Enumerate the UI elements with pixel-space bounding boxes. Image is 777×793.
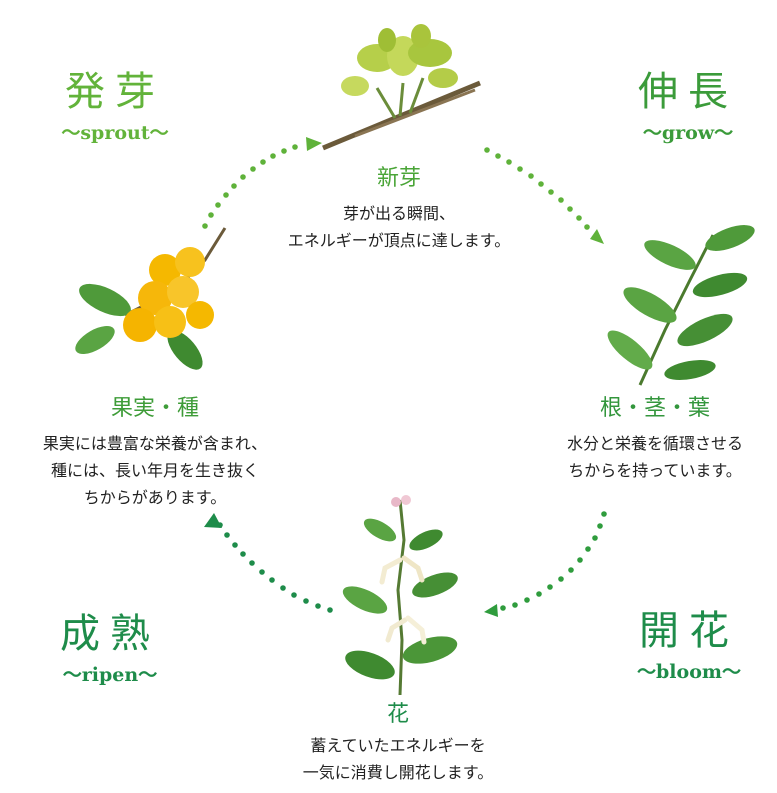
stage-ripen-title: 成熟 bbox=[60, 611, 160, 657]
stage-sprout: 発芽 〜sprout〜 bbox=[55, 72, 175, 143]
fruit-block: 果実・種 果実には豊富な栄養が含まれ、 種には、長い年月を生き抜く ちからがあり… bbox=[43, 398, 267, 511]
leaf-illustration bbox=[607, 225, 755, 386]
leaf-block: 根・茎・葉 水分と栄養を循環させる ちからを持っています。 bbox=[567, 398, 743, 484]
leaf-name: 根・茎・葉 bbox=[599, 396, 711, 421]
fruit-desc: 果実には豊富な栄養が含まれ、 種には、長い年月を生き抜く ちからがあります。 bbox=[43, 430, 267, 511]
stage-grow-sub: 〜grow〜 bbox=[642, 122, 734, 144]
arrow-ripen-to-sprout bbox=[202, 137, 322, 229]
leaf-desc-line-2: ちからを持っています。 bbox=[568, 461, 742, 480]
arrow-bloom-to-ripen bbox=[204, 513, 333, 613]
flower-desc-line-1: 蓄えていたエネルギーを bbox=[310, 736, 486, 755]
stage-sprout-title: 発芽 bbox=[65, 69, 165, 115]
stage-bloom-sub: 〜bloom〜 bbox=[637, 661, 741, 683]
flower-desc: 蓄えていたエネルギーを 一気に消費し開花します。 bbox=[303, 732, 493, 786]
bud-block: 新芽 芽が出る瞬間、 エネルギーが頂点に達します。 bbox=[288, 168, 510, 254]
stage-bloom-title: 開花 bbox=[639, 608, 739, 654]
arrow-sprout-to-grow bbox=[484, 147, 604, 244]
stage-bloom: 開花 〜bloom〜 bbox=[624, 611, 754, 682]
bud-desc-line-1: 芽が出る瞬間、 bbox=[342, 204, 455, 223]
leaf-desc: 水分と栄養を循環させる ちからを持っています。 bbox=[567, 430, 743, 484]
bud-illustration bbox=[322, 24, 481, 151]
stage-ripen-sub: 〜ripen〜 bbox=[62, 664, 158, 686]
flower-name: 花 bbox=[386, 702, 409, 727]
fruit-name: 果実・種 bbox=[110, 396, 200, 421]
leaf-desc-line-1: 水分と栄養を循環させる bbox=[566, 434, 744, 453]
arrow-grow-to-bloom bbox=[484, 511, 607, 617]
stage-ripen: 成熟 〜ripen〜 bbox=[45, 614, 175, 685]
bud-desc: 芽が出る瞬間、 エネルギーが頂点に達します。 bbox=[288, 200, 510, 254]
fruit-desc-line-3: ちからがあります。 bbox=[83, 488, 227, 507]
flower-illustration bbox=[342, 495, 458, 696]
fruit-desc-line-1: 果実には豊富な栄養が含まれ、 bbox=[42, 434, 268, 453]
stage-sprout-sub: 〜sprout〜 bbox=[61, 122, 169, 144]
bud-desc-line-2: エネルギーが頂点に達します。 bbox=[287, 231, 511, 250]
stage-grow-title: 伸長 bbox=[638, 69, 738, 115]
flower-block: 花 蓄えていたエネルギーを 一気に消費し開花します。 bbox=[303, 704, 493, 786]
fruit-illustration bbox=[75, 227, 227, 370]
flower-desc-line-2: 一気に消費し開花します。 bbox=[302, 763, 494, 782]
fruit-desc-line-2: 種には、長い年月を生き抜く bbox=[50, 461, 260, 480]
bud-name: 新芽 bbox=[376, 166, 421, 191]
stage-grow: 伸長 〜grow〜 bbox=[628, 72, 748, 143]
